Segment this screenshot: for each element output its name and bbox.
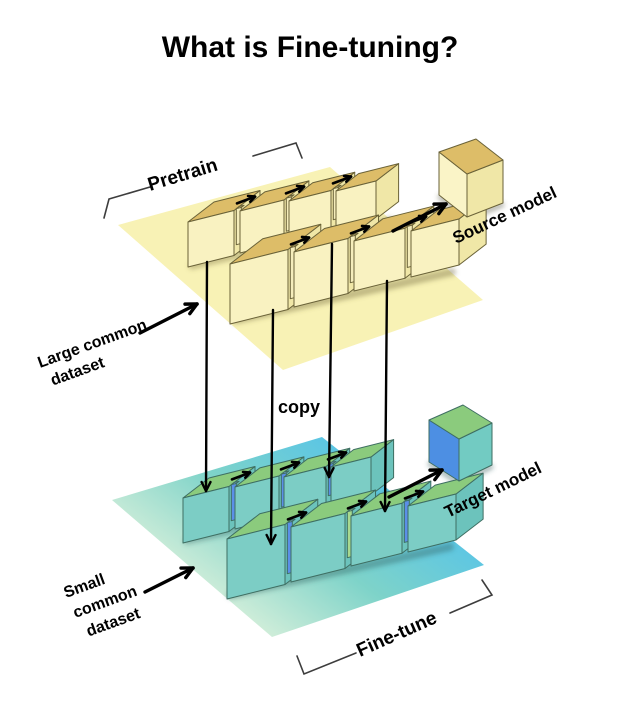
pretrain-front-cube-4-front bbox=[410, 218, 460, 278]
finetune-cube-grid bbox=[182, 439, 484, 600]
finetune-back-hop-arrow-1 bbox=[230, 470, 252, 481]
large-dataset-arrow bbox=[138, 302, 199, 335]
pretrain-front-hop-arrow-1-shaft bbox=[289, 236, 311, 246]
finetune-front-hop-arrow-1-head bbox=[299, 511, 308, 520]
finetune-front-hop-arrow-1-shaft bbox=[286, 511, 308, 521]
copy-arrow-2-shaft bbox=[269, 308, 275, 546]
finetune-front-hop-arrow-3-shaft bbox=[403, 490, 425, 500]
finetune-front-hop-arrow-2-head bbox=[359, 500, 368, 509]
finetune-back-hop-arrow-1-shaft bbox=[230, 471, 252, 481]
pretrain-back-hop-arrow-1-shaft bbox=[235, 195, 257, 205]
source-model-arrow bbox=[391, 202, 448, 233]
pretrain-back-hop-arrow-1 bbox=[235, 194, 257, 205]
copy-arrow-1-shaft bbox=[204, 260, 209, 493]
copy-arrow-4-head bbox=[379, 500, 387, 513]
finetune-back-hop-arrow-2-head bbox=[292, 461, 301, 470]
copy-arrow-4-head bbox=[383, 500, 391, 513]
pretrain-back-hop-arrow-3 bbox=[331, 174, 353, 185]
copy-arrows bbox=[200, 242, 391, 546]
source-model-arrow-head bbox=[437, 202, 448, 216]
copy-arrow-1 bbox=[200, 260, 212, 493]
finetune-back-hop-arrow-3 bbox=[326, 450, 348, 461]
small-dataset-arrow-shaft bbox=[143, 566, 195, 594]
pretrain-front-hop-arrow-2 bbox=[349, 224, 371, 235]
finetune-front-cube-4-front bbox=[407, 493, 457, 553]
pretrain-back-hop-arrow-2-head bbox=[297, 185, 306, 194]
finetune-bracket bbox=[296, 579, 494, 676]
source-model-cube bbox=[438, 138, 504, 218]
pretrain-front-cube-2-front bbox=[293, 238, 349, 308]
page-title: What is Fine-tuning? bbox=[162, 31, 459, 64]
copy-arrow-2-head bbox=[269, 533, 277, 546]
copy-arrow-3-head bbox=[323, 466, 331, 479]
finetune-bracket-right bbox=[449, 579, 494, 614]
small-dataset-arrow-head bbox=[184, 566, 195, 580]
copy-arrow-2-head bbox=[265, 533, 273, 546]
copy-label: copy bbox=[278, 397, 320, 417]
label-arrows bbox=[138, 202, 448, 594]
pretrain-back-hop-arrow-2-shaft bbox=[284, 185, 306, 195]
finetune-back-hop-arrow-3-head bbox=[339, 451, 348, 460]
large-dataset-arrow-shaft bbox=[138, 302, 199, 335]
target-model-arrow-head bbox=[433, 468, 444, 482]
large-dataset-arrow-head bbox=[188, 302, 199, 316]
pretrain-front-hop-arrow-2-head bbox=[362, 225, 371, 234]
pretrain-bracket-left bbox=[103, 186, 151, 219]
pretrain-front-cube-1-front bbox=[229, 249, 289, 325]
target-model-arrow-shaft bbox=[387, 468, 444, 499]
finetune-back-hop-arrow-2 bbox=[279, 460, 301, 471]
finetune-back-hop-arrow-1-head bbox=[243, 471, 252, 480]
pretrain-back-hop-arrow-3-shaft bbox=[331, 175, 353, 185]
small-dataset-arrow bbox=[143, 566, 195, 594]
pretrain-front-hop-arrow-2-shaft bbox=[349, 225, 371, 235]
copy-arrow-1-head bbox=[204, 480, 212, 493]
finetune-front-hop-arrow-2-shaft bbox=[346, 500, 368, 510]
pretrain-back-hop-arrow-1-head bbox=[248, 195, 257, 204]
small-dataset-label: Small common dataset bbox=[62, 571, 144, 640]
source-model-arrow-shaft bbox=[391, 202, 448, 233]
pretrain-front-hop-arrow-1 bbox=[289, 235, 311, 246]
pretrain-front-cube-3-front bbox=[353, 227, 406, 292]
pretrain-back-hop-arrow-3-head bbox=[344, 175, 353, 184]
pretrain-front-hop-arrow-1-head bbox=[302, 236, 311, 245]
pretrain-cube-grid bbox=[187, 163, 487, 325]
finetune-front-hop-arrow-2 bbox=[346, 499, 368, 510]
copy-arrow-4-shaft bbox=[383, 279, 389, 513]
target-model-cube bbox=[428, 404, 493, 482]
target-model-arrow bbox=[387, 468, 444, 499]
copy-arrow-1-head bbox=[200, 480, 208, 493]
finetune-back-hop-arrow-3-shaft bbox=[326, 451, 348, 461]
target-top-face bbox=[428, 404, 493, 440]
pretrain-front-hop-arrow-3-head bbox=[419, 215, 428, 224]
finetune-back-hop-arrow-2-shaft bbox=[279, 461, 301, 471]
source-top-face bbox=[438, 138, 504, 175]
finetune-bracket-left bbox=[296, 652, 357, 676]
finetune-front-hop-arrow-1 bbox=[286, 510, 308, 521]
copy-arrow-3-shaft bbox=[327, 242, 334, 479]
copy-arrow-3-head bbox=[327, 466, 335, 479]
copy-arrow-2 bbox=[265, 308, 277, 546]
copy-arrow-4 bbox=[379, 279, 391, 513]
finetune-back-cube-1-front bbox=[182, 486, 230, 544]
finetune-front-hop-arrow-3-head bbox=[416, 490, 425, 499]
finetune-front-cube-2-front bbox=[290, 513, 346, 583]
pretrain-bracket-right bbox=[252, 142, 303, 159]
finetune-front-hop-arrow-3 bbox=[403, 489, 425, 500]
copy-arrow-3 bbox=[323, 242, 335, 479]
large-dataset-label: Large common dataset bbox=[36, 317, 150, 390]
pretrain-label: Pretrain bbox=[145, 155, 220, 196]
pretrain-bracket bbox=[103, 142, 303, 219]
finetune-label: Fine-tune bbox=[353, 608, 440, 662]
pretrain-back-hop-arrow-2 bbox=[284, 184, 306, 195]
pretrain-back-cube-1-front bbox=[187, 210, 235, 268]
